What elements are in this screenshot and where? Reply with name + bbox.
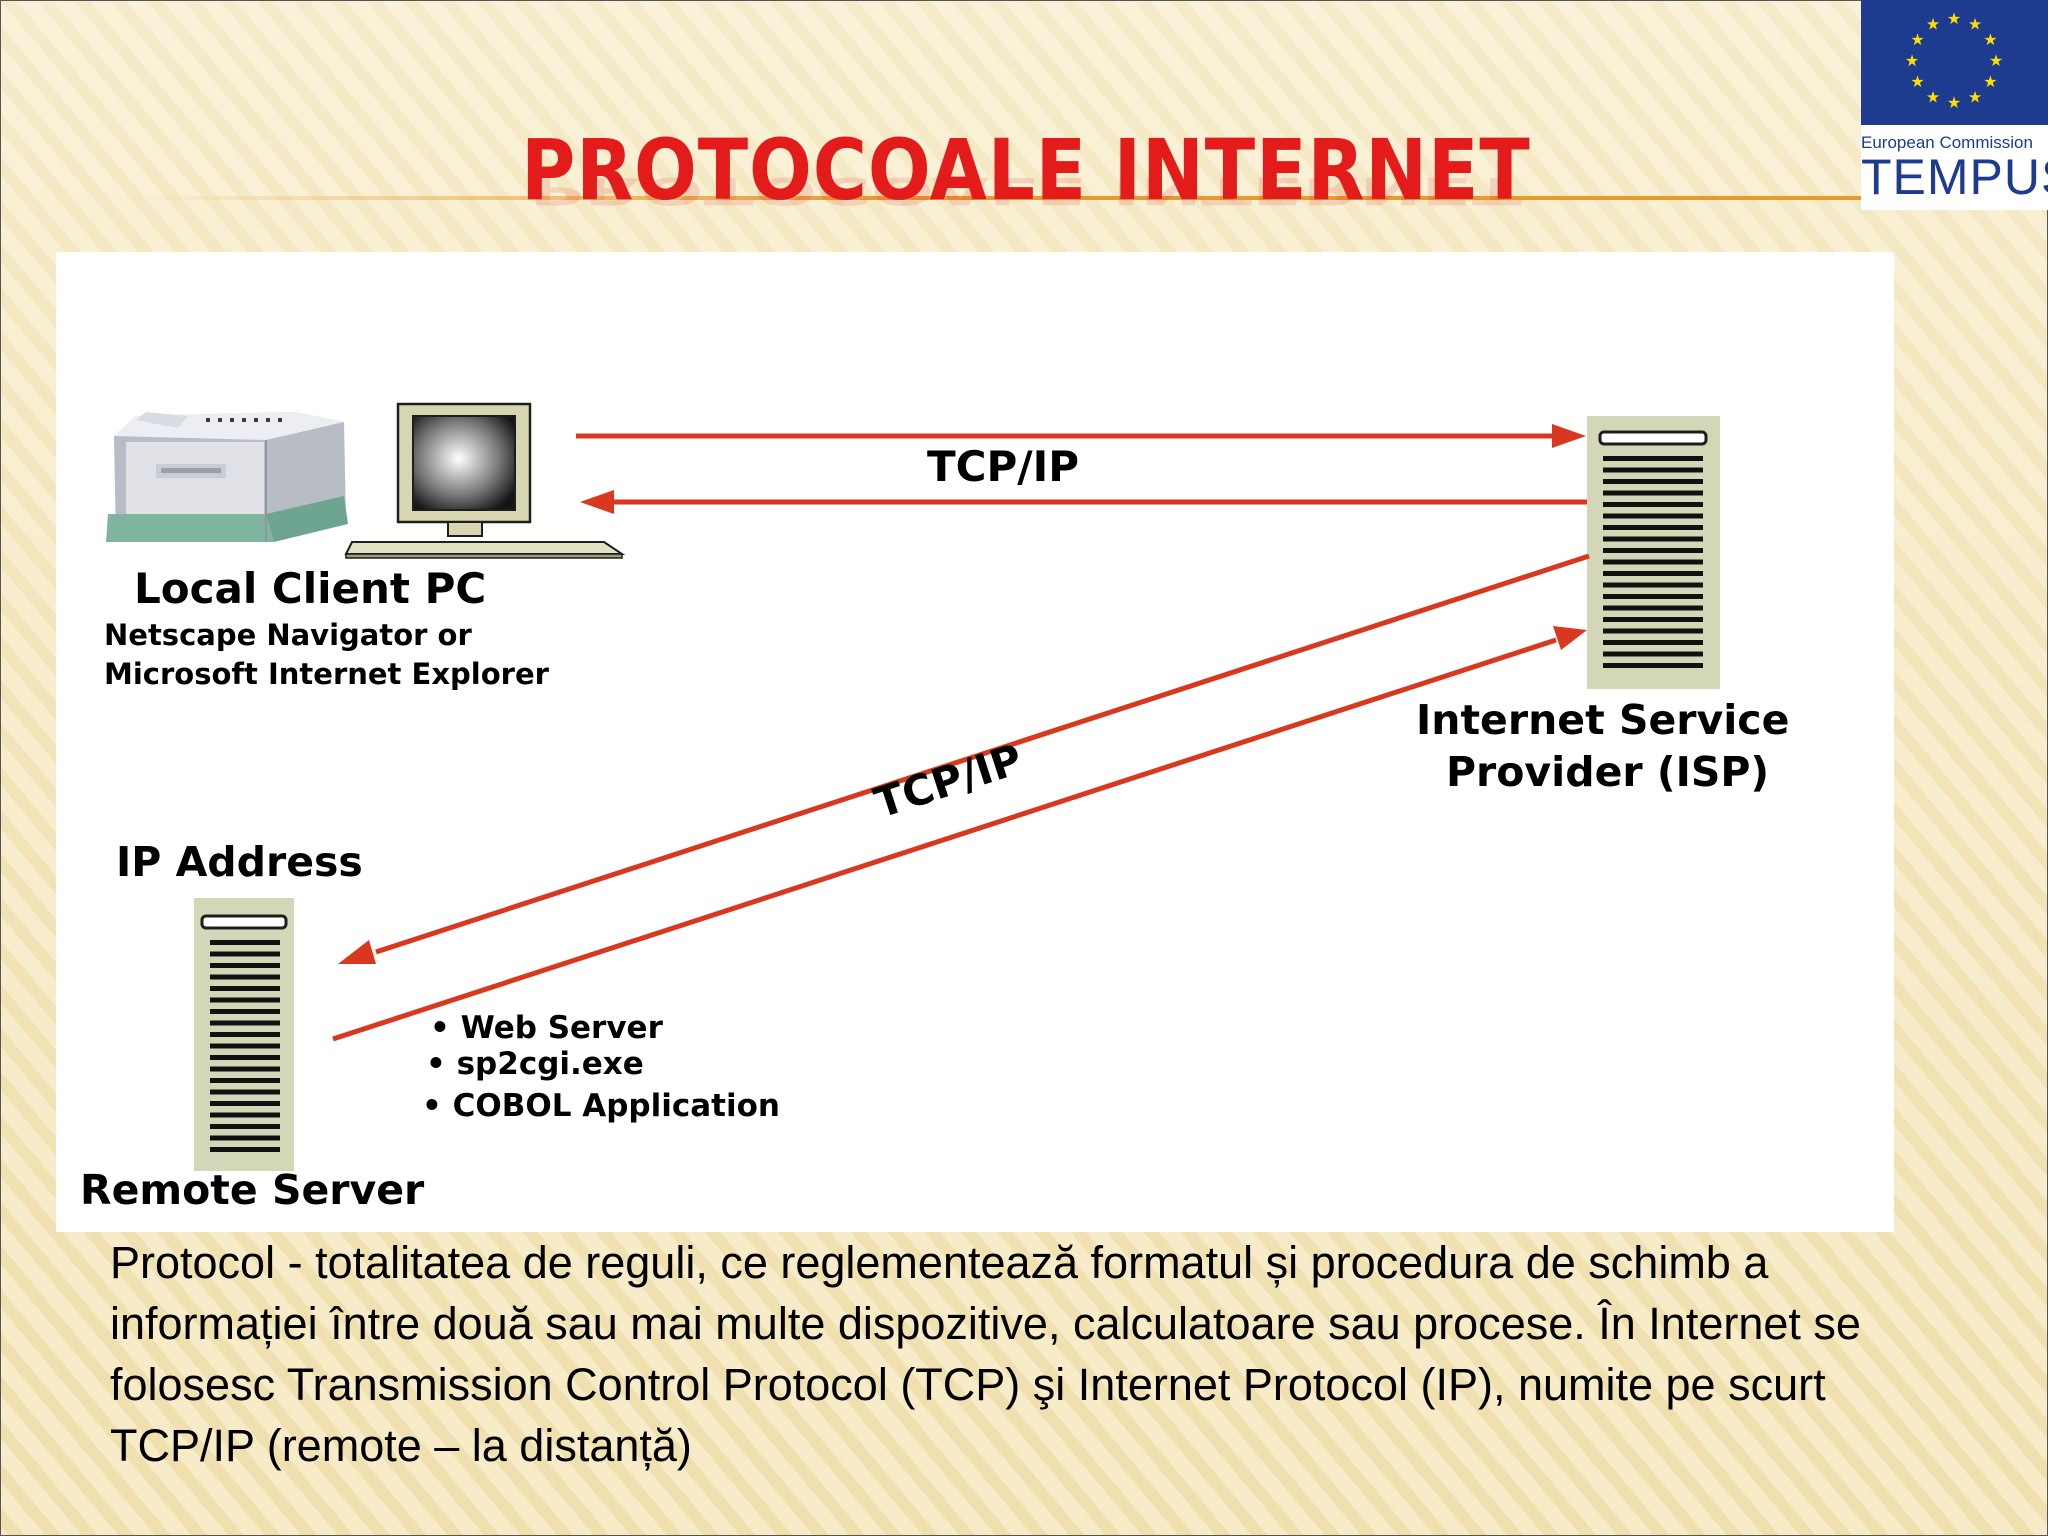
remote-component-web-server: • Web Server — [430, 1010, 663, 1046]
arrow-up-right-icon — [1553, 626, 1587, 650]
arrow-left-icon — [580, 490, 614, 514]
protocol-description: Protocol - totalitatea de reguli, ce reg… — [110, 1237, 1861, 1471]
isp-label-line2: Provider (ISP) — [1446, 748, 1770, 796]
eu-star-icon: ★ — [1983, 30, 1997, 49]
eu-star-icon: ★ — [1947, 93, 1961, 112]
eu-star-icon: ★ — [1910, 72, 1924, 91]
diagram-graphics — [106, 402, 1720, 1171]
eu-star-icon: ★ — [1910, 30, 1924, 49]
remote-component-sp2cgi: • sp2cgi.exe — [426, 1046, 644, 1082]
remote-component-cobol: • COBOL Application — [422, 1088, 780, 1124]
eu-star-icon: ★ — [1905, 51, 1919, 70]
tempus-logo: ★★★★★★★★★★★★ European Commission TEMPUS — [1861, 0, 2048, 210]
tcpip-link-isp-remote — [332, 553, 1590, 1042]
slide-title: PROTOCOALE INTERNET — [521, 121, 1531, 219]
computer-monitor-icon — [344, 402, 626, 559]
eu-star-icon: ★ — [1983, 72, 1997, 91]
arrow-right-icon — [1552, 424, 1586, 448]
arrow-down-left-icon — [338, 940, 376, 964]
client-browser-line2: Microsoft Internet Explorer — [104, 657, 549, 691]
isp-server-icon — [1587, 416, 1720, 689]
eu-star-icon: ★ — [1989, 51, 2003, 70]
eu-star-icon: ★ — [1947, 9, 1961, 28]
ip-address-label: IP Address — [116, 838, 363, 886]
eu-star-icon: ★ — [1968, 87, 1982, 106]
tcpip-label-top: TCP/IP — [927, 442, 1080, 491]
title-underline — [130, 196, 2048, 200]
logo-commission-text: European Commission — [1861, 133, 2033, 152]
eu-star-icon: ★ — [1968, 15, 1982, 34]
remote-server-icon — [194, 898, 294, 1171]
eu-star-icon: ★ — [1926, 15, 1940, 34]
network-diagram: TCP/IP TCP/IP Local Client PC Netscape N… — [56, 252, 1894, 1232]
tcpip-link-client-isp — [576, 424, 1588, 514]
isp-label-line1: Internet Service — [1416, 696, 1790, 744]
client-browser-line1: Netscape Navigator or — [104, 618, 472, 652]
eu-star-icon: ★ — [1926, 87, 1940, 106]
client-title: Local Client PC — [134, 564, 487, 613]
remote-server-title: Remote Server — [80, 1166, 425, 1214]
eu-flag-icon: ★★★★★★★★★★★★ — [1861, 0, 2048, 125]
logo-tempus-text: TEMPUS — [1861, 149, 2048, 205]
printer-icon — [106, 412, 348, 542]
